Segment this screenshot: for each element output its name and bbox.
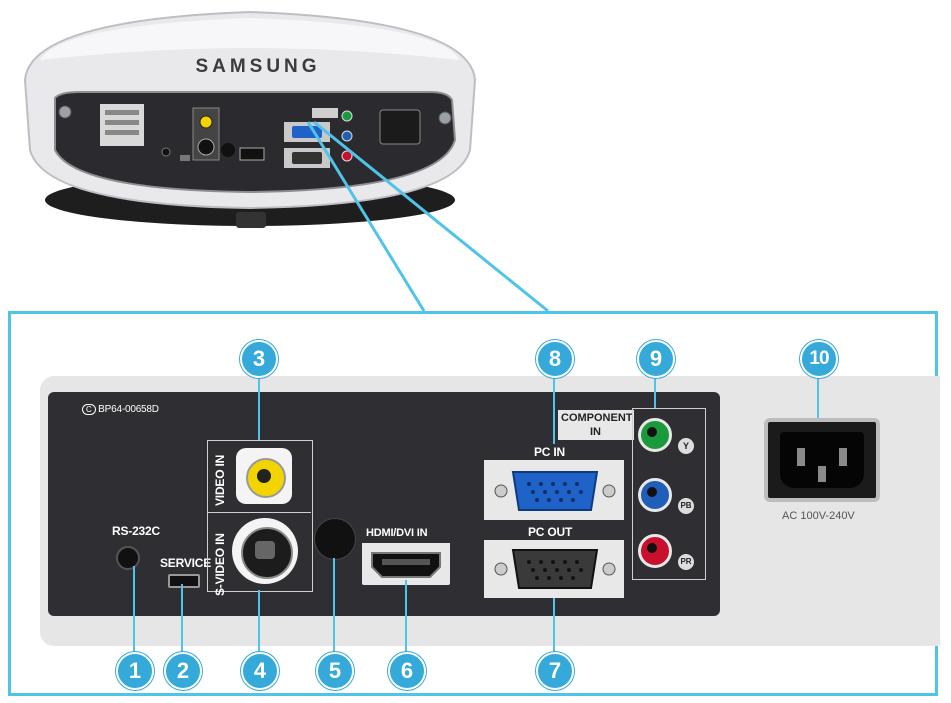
component-pr-port[interactable] — [638, 534, 672, 568]
pc-in-port[interactable] — [493, 468, 617, 514]
hdmi-port-mini — [239, 147, 265, 161]
video-group-frame — [207, 440, 313, 592]
callout-9: 9 — [637, 340, 675, 378]
pc-out-label: PC OUT — [528, 525, 573, 539]
callout-3: 3 — [240, 340, 278, 378]
part-code: C BP64-00658D — [82, 404, 159, 415]
component-y-label: Y — [678, 438, 694, 454]
callout-4: 4 — [241, 652, 279, 690]
callout-7: 7 — [536, 652, 574, 690]
screw-icon — [58, 105, 72, 119]
component-label-plate — [558, 410, 634, 440]
hdmi-dvi-in-label: HDMI/DVI IN — [366, 527, 428, 539]
leader-10 — [817, 372, 819, 418]
video-in-label: VIDEO IN — [213, 454, 227, 506]
s-video-in-label: S-VIDEO IN — [213, 533, 227, 596]
callout-1: 1 — [116, 652, 154, 690]
hdmi-port[interactable] — [370, 551, 442, 579]
leader-2 — [181, 584, 183, 654]
leader-8 — [553, 372, 555, 444]
brand-logo: SAMSUNG — [195, 56, 320, 77]
component-y-port[interactable] — [638, 418, 672, 452]
leader-5 — [333, 558, 335, 654]
projector-rear-panel — [54, 91, 457, 194]
ac-power-label: AC 100V-240V — [782, 510, 855, 522]
video-group-divider — [207, 512, 311, 513]
leader-7 — [553, 598, 555, 654]
component-in-label-2: IN — [590, 426, 601, 438]
callout-10: 10 — [800, 340, 838, 378]
rs232c-label: RS-232C — [112, 524, 160, 538]
leader-1 — [133, 566, 135, 654]
service-label: SERVICE — [160, 556, 212, 570]
screw-icon — [438, 111, 452, 125]
service-port[interactable] — [168, 574, 200, 588]
component-group-frame — [632, 408, 706, 580]
leader-9 — [654, 372, 656, 408]
callout-8: 8 — [536, 340, 574, 378]
leader-3 — [258, 372, 260, 440]
remote-sensor — [314, 518, 356, 560]
pc-out-port[interactable] — [493, 546, 617, 592]
leader-6 — [405, 580, 407, 654]
callout-2: 2 — [164, 652, 202, 690]
projector-foot — [236, 212, 266, 228]
component-pb-label: PB — [678, 498, 694, 514]
callout-5: 5 — [316, 652, 354, 690]
zoom-line-right — [313, 120, 549, 313]
rs232c-port[interactable] — [116, 546, 140, 570]
power-inlet-mini — [379, 109, 421, 145]
callout-6: 6 — [388, 652, 426, 690]
pc-in-label: PC IN — [534, 445, 566, 459]
component-pr-label: PR — [678, 554, 694, 570]
zoom-line-left — [306, 121, 426, 312]
component-in-label-1: COMPONENT — [561, 412, 633, 424]
projector-top-highlight — [40, 18, 460, 60]
projector-illustration: SAMSUNG — [23, 10, 549, 313]
leader-4 — [258, 590, 260, 654]
